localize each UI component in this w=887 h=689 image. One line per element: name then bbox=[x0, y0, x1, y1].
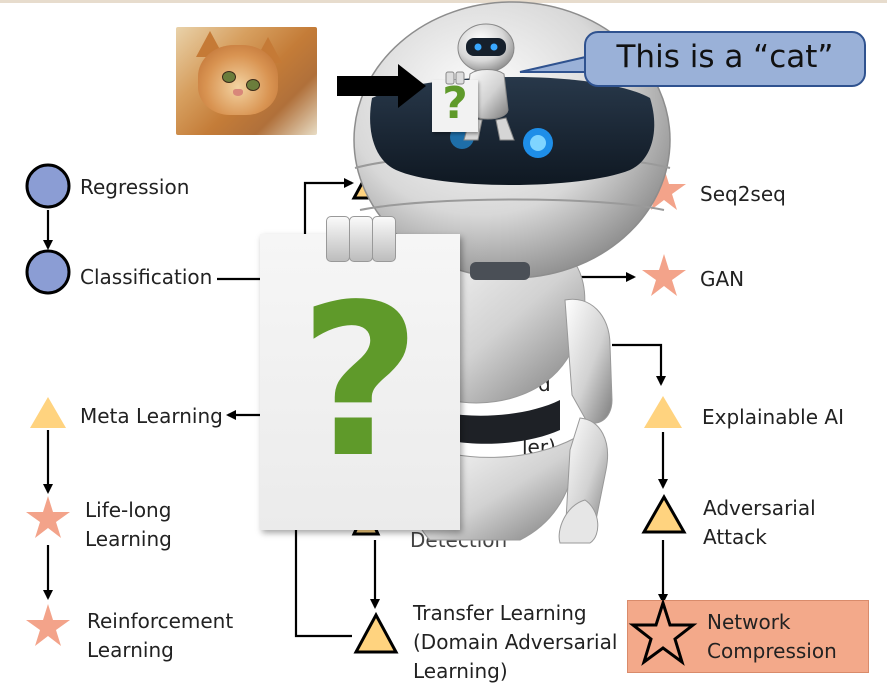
transfer-label-line3: Learning) bbox=[413, 659, 508, 683]
reinforcement-label-line1: Reinforcement bbox=[87, 609, 234, 633]
adversarial-attack-triangle bbox=[641, 493, 687, 534]
gan-star bbox=[642, 254, 686, 296]
compression-label-line1: Network bbox=[707, 610, 791, 634]
arrow-to-explainable bbox=[612, 343, 666, 386]
speech-bubble-text: This is a “cat” bbox=[616, 39, 834, 75]
cat-photo-icon bbox=[176, 27, 317, 135]
compression-label-line2: Compression bbox=[707, 639, 837, 663]
small-question-note-icon: ? bbox=[432, 78, 478, 132]
cat-eye-right bbox=[246, 79, 260, 91]
transfer-label-line1: Transfer Learning bbox=[413, 601, 587, 625]
adversarial-label-line1: Adversarial bbox=[703, 496, 816, 520]
line-left-branch bbox=[294, 508, 352, 638]
life-long-label-line2: Learning bbox=[85, 527, 172, 551]
top-border bbox=[0, 0, 887, 3]
question-mark-icon: ? bbox=[299, 259, 421, 504]
seq2seq-star bbox=[642, 168, 686, 210]
life-long-star bbox=[26, 496, 70, 538]
speech-bubble: This is a “cat” bbox=[584, 31, 866, 87]
regression-label: Regression bbox=[80, 175, 190, 199]
question-note-icon: ? bbox=[260, 234, 460, 530]
reinforcement-label-line2: Learning bbox=[87, 638, 174, 662]
gan-label: GAN bbox=[700, 267, 745, 291]
regression-node bbox=[25, 163, 71, 209]
explainable-ai-label: Explainable AI bbox=[702, 405, 844, 429]
classification-node bbox=[25, 249, 71, 295]
classification-label: Classification bbox=[80, 265, 213, 289]
adversarial-label-line2: Attack bbox=[703, 525, 767, 549]
reinforcement-star bbox=[26, 604, 70, 646]
seq2seq-label: Seq2seq bbox=[700, 182, 786, 206]
cat-eye-left bbox=[222, 71, 236, 83]
cat-nose bbox=[233, 89, 243, 96]
explainable-ai-triangle bbox=[644, 396, 682, 428]
note-clip-2 bbox=[349, 216, 373, 262]
life-long-label-line1: Life-long bbox=[85, 498, 172, 522]
meta-learning-label: Meta Learning bbox=[80, 404, 223, 428]
transfer-learning-triangle bbox=[353, 611, 399, 654]
meta-learning-triangle bbox=[30, 397, 66, 428]
transfer-label-line2: (Domain Adversarial bbox=[413, 630, 618, 654]
cat-face bbox=[198, 45, 278, 115]
note-clip-3 bbox=[372, 216, 396, 262]
note-clip-1 bbox=[326, 216, 350, 262]
small-question-mark-icon: ? bbox=[442, 78, 468, 129]
